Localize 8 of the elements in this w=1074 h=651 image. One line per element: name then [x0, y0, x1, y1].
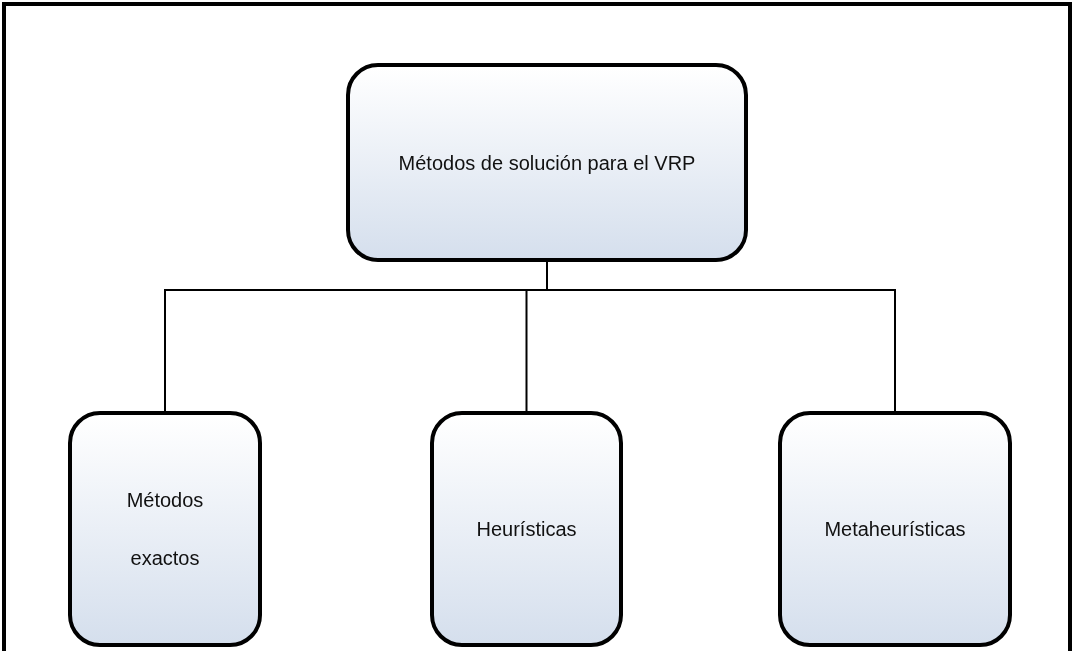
rounded-box: [346, 63, 748, 262]
rounded-box: [778, 411, 1012, 647]
box-label: Métodos de solución para el VRP: [398, 150, 696, 176]
box-label: Métodos exactos: [125, 488, 205, 571]
rounded-box: [430, 411, 623, 647]
box-label: Heurísticas: [476, 517, 577, 542]
box-label: Metaheurísticas: [824, 517, 966, 542]
rounded-box: [68, 411, 262, 647]
